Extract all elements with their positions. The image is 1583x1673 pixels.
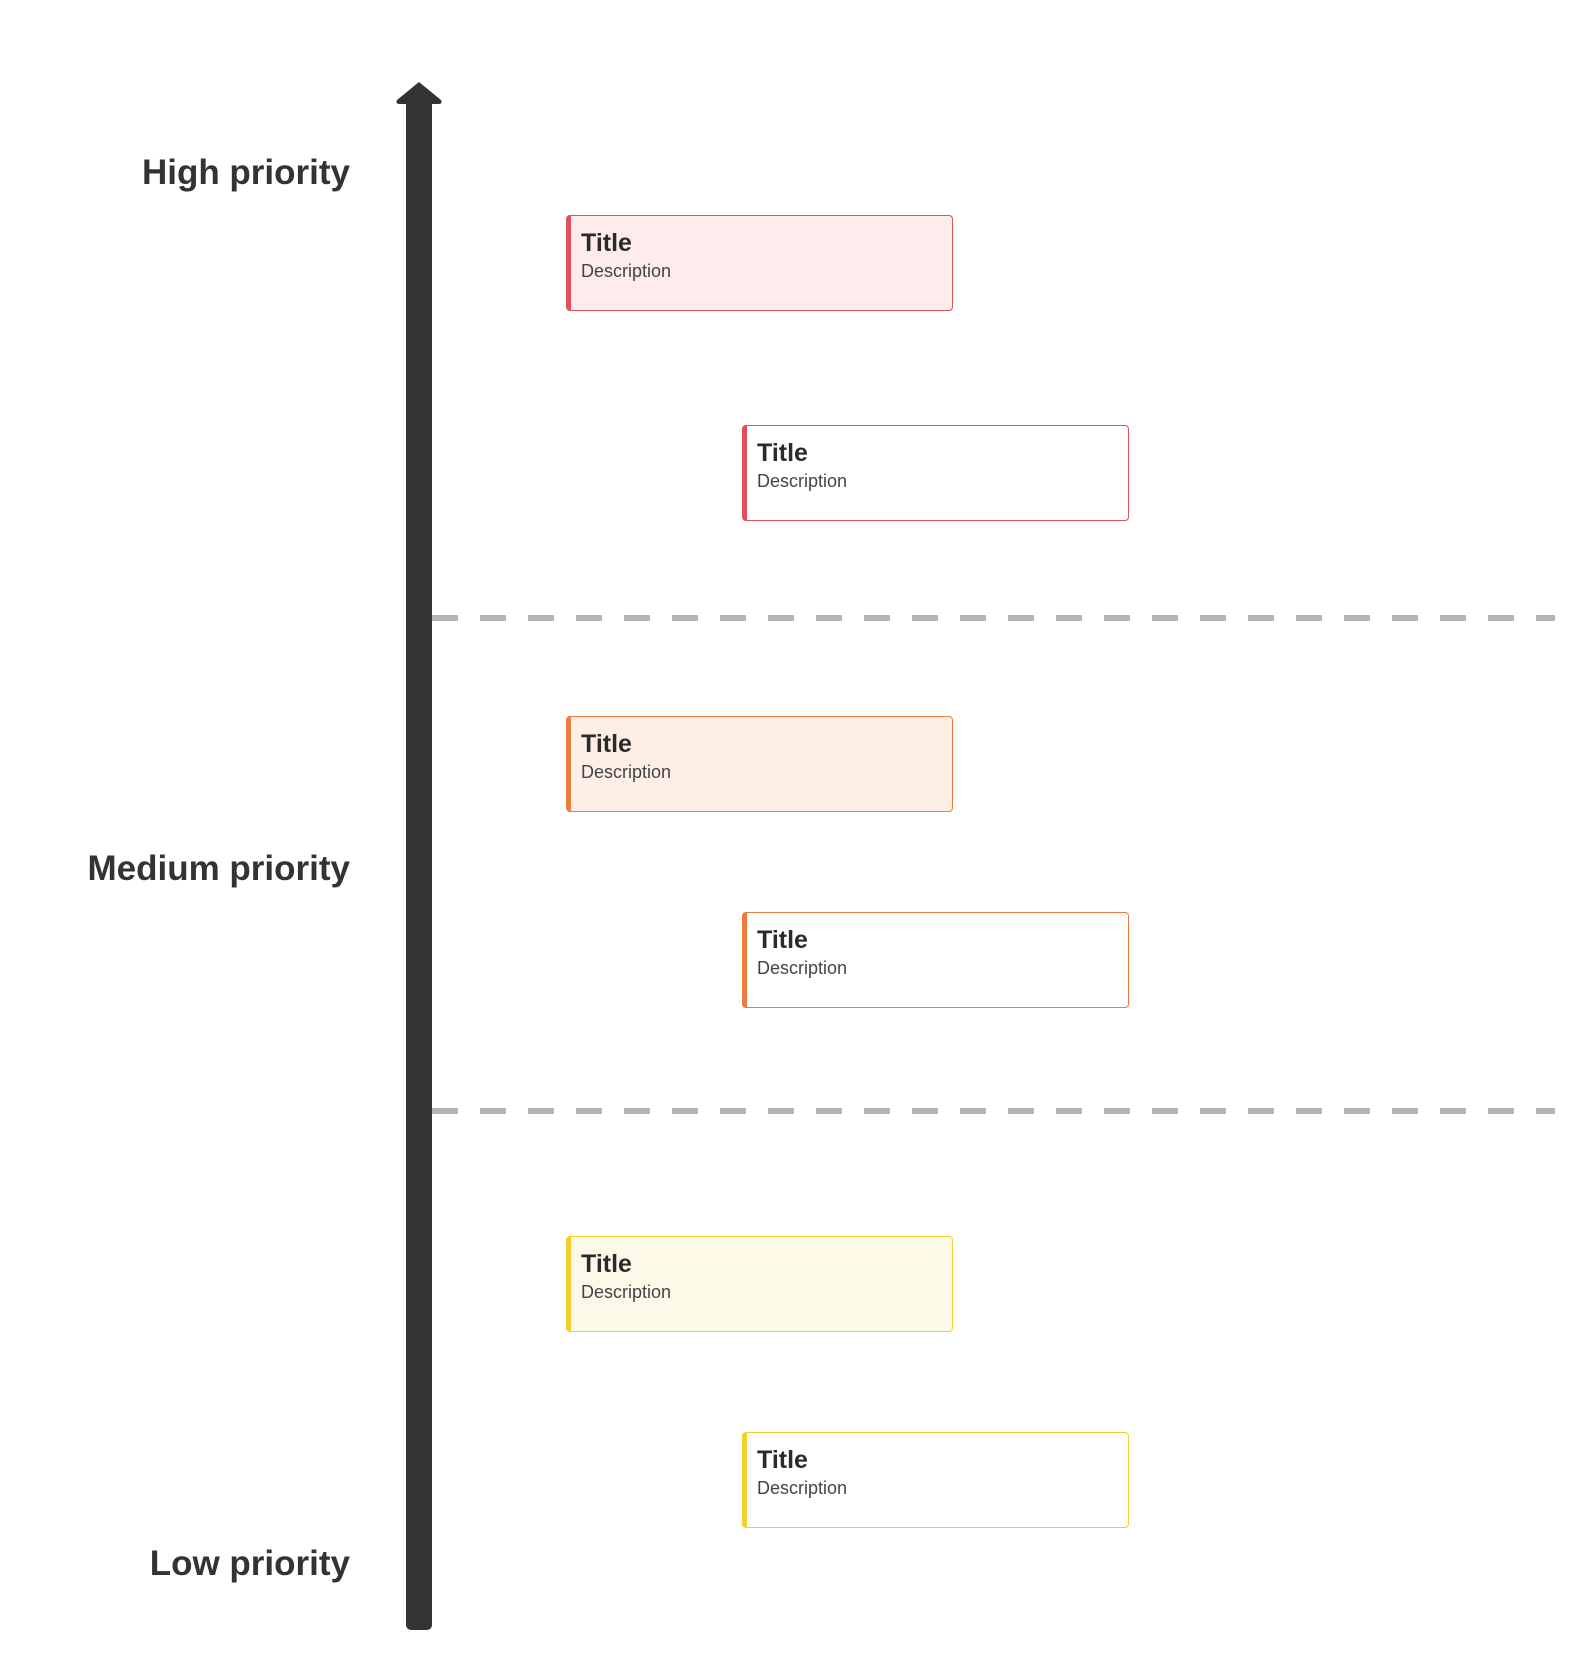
task-card[interactable]: Title Description [566, 1236, 953, 1332]
medium-priority-label: Medium priority [87, 849, 350, 888]
card-title: Title [757, 439, 808, 467]
arrow-up-icon [396, 82, 442, 104]
card-description: Description [581, 1282, 672, 1302]
task-card[interactable]: Title Description [742, 1432, 1129, 1528]
low-priority-label: Low priority [149, 1544, 350, 1583]
priority-axis-line [406, 98, 432, 1630]
high-priority-label: High priority [141, 153, 350, 192]
task-card[interactable]: Title Description [742, 425, 1129, 521]
task-card[interactable]: Title Description [566, 716, 953, 812]
card-description: Description [757, 958, 848, 978]
task-card[interactable]: Title Description [742, 912, 1129, 1008]
card-title: Title [757, 1446, 808, 1474]
card-description: Description [581, 762, 672, 782]
card-title: Title [581, 730, 632, 758]
card-title: Title [581, 1250, 632, 1278]
card-description: Description [757, 1478, 848, 1498]
card-description: Description [757, 471, 848, 491]
card-title: Title [581, 229, 632, 257]
task-card[interactable]: Title Description [566, 215, 953, 311]
card-description: Description [581, 261, 672, 281]
card-title: Title [757, 926, 808, 954]
